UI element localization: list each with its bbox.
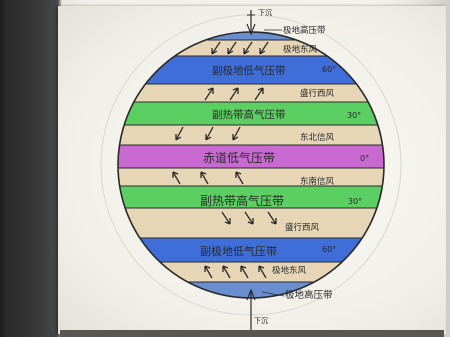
label-bottom-sink: 下沉 bbox=[254, 317, 268, 325]
label-se-trade: 东南信风 bbox=[300, 176, 335, 187]
label-south-subtropical-high: 副热带高气压带 bbox=[200, 193, 284, 208]
top-axis bbox=[247, 10, 255, 34]
label-north-westerly: 盛行西风 bbox=[300, 88, 335, 99]
label-lat-60-n: 60° bbox=[322, 65, 336, 74]
band-south-westerly bbox=[100, 208, 410, 238]
label-north-subtropical-high: 副热带高气压带 bbox=[212, 108, 286, 121]
label-south-polar-high: 极地高压带 bbox=[285, 289, 333, 301]
label-lat-30-s: 30° bbox=[348, 197, 362, 206]
label-lat-0: 0° bbox=[360, 154, 369, 163]
label-equatorial-low: 赤道低气压带 bbox=[203, 150, 275, 165]
label-ne-trade: 东北信风 bbox=[300, 132, 335, 143]
label-north-polar-easterly: 极地东风 bbox=[283, 44, 318, 55]
label-lat-30-n: 30° bbox=[347, 111, 361, 120]
label-north-polar-high: 极地高压带 bbox=[283, 25, 326, 36]
label-north-subpolar-low: 副极地低气压带 bbox=[212, 64, 286, 77]
band-se-trade bbox=[100, 168, 410, 186]
label-south-subpolar-low: 副极地低气压带 bbox=[200, 244, 277, 258]
label-south-westerly: 盛行西风 bbox=[285, 222, 320, 233]
label-top-sink: 下沉 bbox=[258, 9, 272, 17]
label-lat-60-s: 60° bbox=[322, 245, 336, 254]
band-ne-trade bbox=[100, 125, 410, 145]
band-north-polar-easterly bbox=[100, 40, 410, 56]
label-south-polar-easterly: 极地东风 bbox=[272, 265, 307, 276]
